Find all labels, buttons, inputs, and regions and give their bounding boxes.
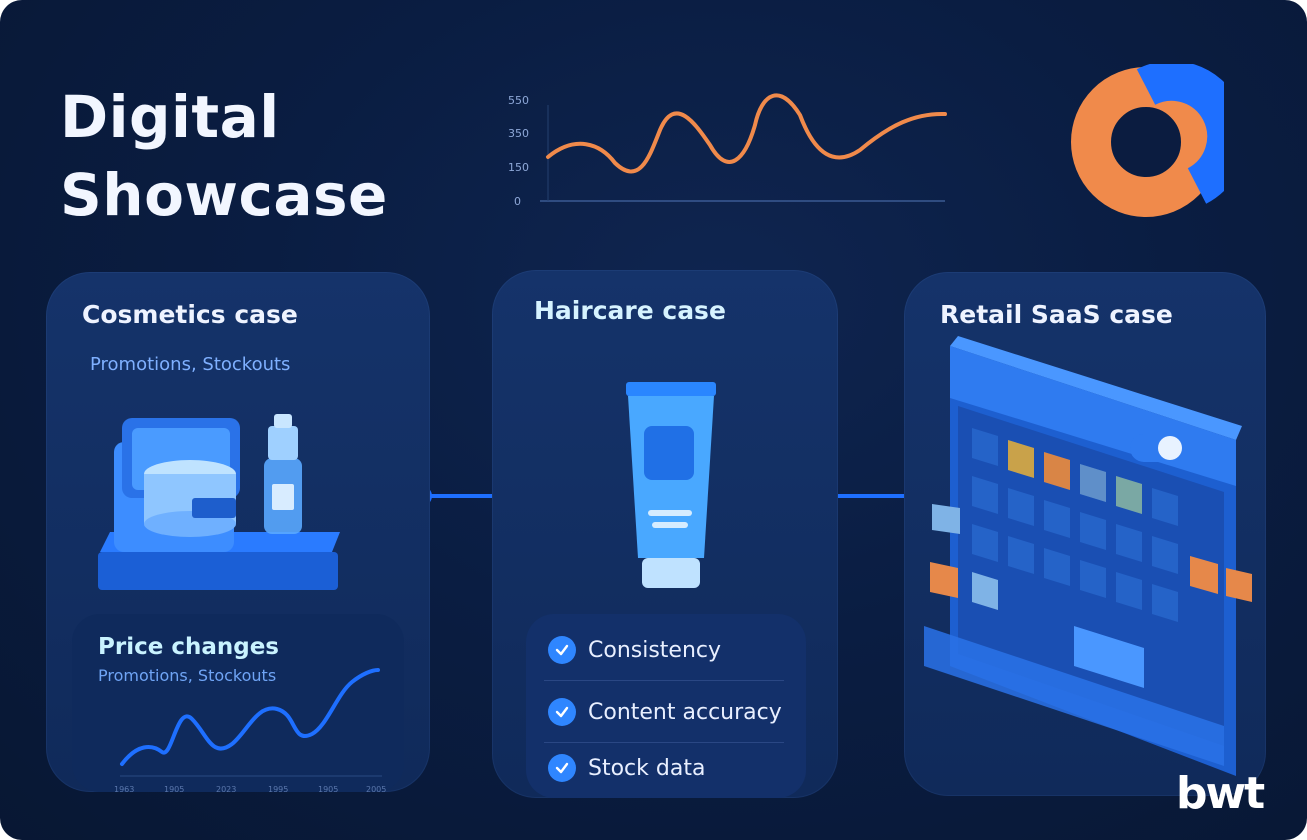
price-changes-panel: Price changes Promotions, Stockouts 1963…	[72, 614, 404, 794]
cosmetics-case-card[interactable]: Cosmetics case Promotions, Stockouts Pri…	[46, 272, 430, 794]
x-tick-label: 1905	[164, 785, 184, 794]
checklist-label: Consistency	[588, 637, 722, 663]
haircare-tube-illustration	[626, 382, 716, 588]
checklist-label: Stock data	[588, 755, 706, 781]
y-tick-label: 350	[508, 127, 529, 140]
card-title: Retail SaaS case	[940, 300, 1173, 329]
y-tick-label: 150	[508, 161, 529, 174]
page-title-line-2: Showcase	[60, 161, 388, 229]
x-tick-label: 2023	[216, 785, 236, 794]
checklist-item-content-accuracy: Content accuracy	[548, 698, 782, 726]
page-title: Digital Showcase	[60, 78, 388, 234]
price-changes-title: Price changes	[98, 634, 279, 660]
checklist-item-stock-data: Stock data	[548, 754, 705, 782]
checkmark-icon	[548, 698, 576, 726]
card-title: Haircare case	[534, 296, 726, 325]
checkmark-icon	[548, 754, 576, 782]
checklist-item-consistency: Consistency	[548, 636, 721, 664]
haircare-case-card[interactable]: Haircare case Consistency Content accur	[492, 270, 838, 798]
bwt-logo: bwt	[1176, 768, 1265, 819]
retail-dashboard-illustration	[924, 336, 1252, 776]
haircare-checklist-panel: Consistency Content accuracy Stock data	[526, 614, 806, 798]
checklist-divider	[544, 680, 784, 681]
donut-chart	[1071, 64, 1224, 217]
donut-blue-segment	[1136, 64, 1224, 204]
y-tick-label: 0	[514, 195, 521, 208]
price-trend-line	[120, 668, 380, 766]
top-line-chart: 550 350 150 0	[508, 93, 947, 208]
retail-saas-case-card[interactable]: Retail SaaS case	[904, 272, 1266, 796]
x-tick-label: 1995	[268, 785, 288, 794]
orange-trend-line	[546, 93, 947, 174]
card-subtitle: Promotions, Stockouts	[90, 354, 291, 375]
price-changes-chart: 1963 1905 2023 1995 1905 2005	[114, 668, 386, 794]
cosmetics-illustration	[98, 414, 340, 590]
checklist-divider	[544, 742, 784, 743]
checkmark-icon	[548, 636, 576, 664]
x-tick-label: 1905	[318, 785, 338, 794]
y-tick-label: 550	[508, 94, 529, 107]
page-title-line-1: Digital	[60, 83, 280, 151]
x-tick-label: 1963	[114, 785, 134, 794]
price-changes-subtitle: Promotions, Stockouts	[98, 666, 277, 685]
checklist-label: Content accuracy	[588, 699, 782, 725]
x-tick-label: 2005	[366, 785, 386, 794]
card-title: Cosmetics case	[82, 300, 298, 329]
